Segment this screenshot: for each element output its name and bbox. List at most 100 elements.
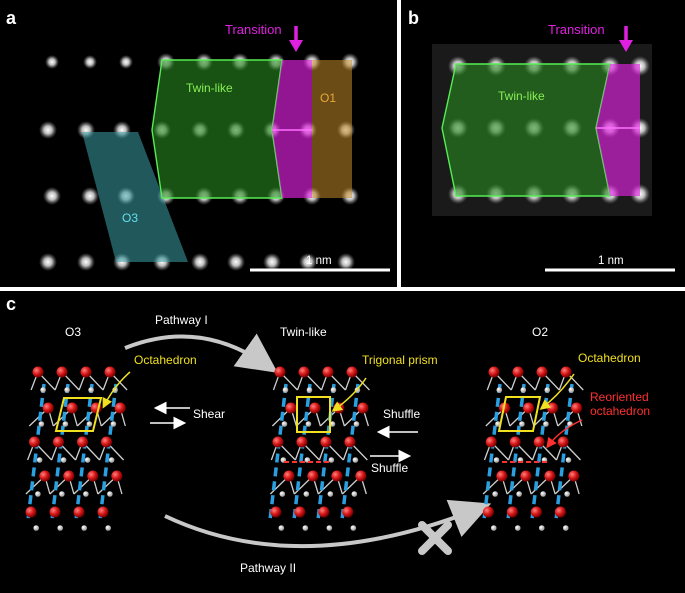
metal-atom: [350, 525, 357, 531]
shuffle-label-top: Shuffle: [383, 407, 420, 421]
oxygen-atom: [568, 470, 580, 482]
oxygen-atom: [25, 506, 37, 518]
oxygen-atom: [496, 470, 508, 482]
o3-label: O3: [122, 211, 138, 225]
layer-dashed-line: [292, 383, 312, 521]
oxygen-atom: [111, 470, 123, 482]
oxygen-atom: [63, 470, 75, 482]
oxygen-atom: [296, 436, 308, 448]
reoriented-label-line2: octahedron: [590, 404, 650, 418]
layer-dashed-line: [98, 383, 118, 521]
octahedron-right-highlight: [497, 396, 542, 432]
twin-like-region-b: [441, 63, 611, 197]
oxygen-atom: [270, 506, 282, 518]
oxygen-atom: [97, 506, 109, 518]
metal-atom: [490, 525, 497, 531]
metal-atom: [36, 457, 43, 463]
metal-atom: [108, 457, 115, 463]
metal-atom: [112, 387, 118, 393]
octahedron-left-highlight: [54, 397, 103, 432]
oxygen-atom: [322, 366, 334, 378]
twin-like-label-b: Twin-like: [498, 89, 545, 103]
layer-dashed-line: [26, 383, 46, 521]
oxygen-atom: [571, 402, 583, 414]
metal-atom: [516, 491, 522, 497]
panel-c-letter: c: [6, 294, 16, 314]
oxygen-atom: [536, 366, 548, 378]
metal-atom: [562, 525, 569, 531]
metal-atom: [81, 525, 87, 531]
twin-like-label-a: Twin-like: [186, 81, 233, 95]
layer-dashed-line: [482, 383, 502, 521]
oxygen-atom: [101, 436, 112, 448]
panel-b-letter: b: [408, 8, 419, 28]
panel-b: b Transition Twin-like 1 nm: [401, 0, 685, 287]
metal-atom: [84, 457, 91, 463]
oxygen-atom: [509, 436, 521, 448]
oxygen-atom: [344, 436, 356, 448]
layer-dashed-line: [340, 383, 360, 521]
scale-label-b: 1 nm: [598, 255, 624, 267]
oxygen-atom: [488, 366, 500, 378]
shuffle-label-bottom: Shuffle: [371, 461, 408, 475]
o2-structure: [482, 366, 584, 531]
oxygen-atom: [42, 402, 54, 414]
pathway-2-label: Pathway II: [240, 561, 296, 575]
oxygen-atom: [544, 470, 556, 482]
metal-atom: [281, 421, 288, 427]
oxygen-atom: [285, 402, 297, 414]
oxygen-atom: [547, 402, 559, 414]
oxygen-atom: [342, 506, 354, 518]
oxygen-atom: [346, 366, 358, 378]
oxygen-atom: [53, 436, 64, 448]
atom-column-spot: [45, 55, 59, 69]
scale-label-a: 1 nm: [306, 255, 332, 267]
metal-atom: [564, 491, 570, 497]
transition-region-a: [272, 60, 312, 198]
metal-atom: [520, 387, 527, 393]
twin-like-structure: [268, 366, 370, 531]
metal-atom: [303, 491, 310, 497]
metal-atom: [105, 525, 111, 531]
layer-dashed-line: [74, 383, 94, 521]
oxygen-atom: [77, 436, 88, 448]
octahedron-right-label: Octahedron: [578, 351, 641, 365]
oxygen-atom: [274, 366, 286, 378]
oxygen-atom: [533, 436, 545, 448]
transition-label-b: Transition: [548, 22, 605, 37]
metal-atom: [302, 525, 309, 531]
o2-title: O2: [532, 325, 548, 339]
metal-atom: [351, 491, 358, 497]
metal-atom: [496, 387, 503, 393]
oxygen-atom: [114, 402, 126, 414]
metal-atom: [110, 421, 117, 427]
metal-atom: [59, 491, 65, 497]
oxygen-atom: [523, 402, 535, 414]
metal-atom: [35, 491, 41, 497]
metal-atom: [352, 457, 359, 463]
metal-atom: [60, 457, 67, 463]
metal-atom: [83, 491, 89, 497]
oxygen-atom: [512, 366, 524, 378]
transition-region-b: [596, 64, 640, 196]
octahedron-left-label: Octahedron: [134, 353, 197, 367]
oxygen-atom: [309, 402, 321, 414]
o3-title: O3: [65, 325, 81, 339]
o1-region: [312, 60, 352, 198]
blocked-cross-icon: [418, 521, 452, 555]
metal-atom: [327, 491, 334, 497]
oxygen-atom: [272, 436, 284, 448]
layer-dashed-line: [50, 383, 70, 521]
metal-atom: [568, 387, 575, 393]
metal-atom: [64, 387, 70, 393]
metal-atom: [86, 421, 93, 427]
oxygen-atom: [66, 402, 78, 414]
panel-c: c O3 Twin-like O2 Pathway I Pathway II O…: [0, 291, 685, 593]
atom-column-spot: [39, 253, 57, 271]
metal-atom: [278, 525, 285, 531]
o1-label: O1: [320, 91, 336, 105]
oxygen-atom: [485, 436, 497, 448]
oxygen-atom: [530, 506, 542, 518]
metal-atom: [330, 387, 337, 393]
